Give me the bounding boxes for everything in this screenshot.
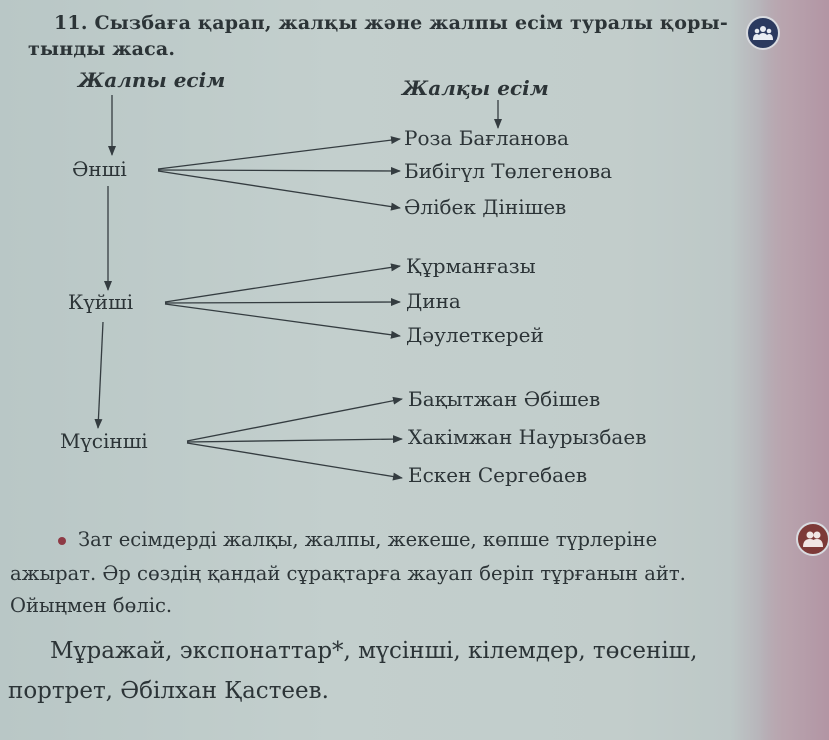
header-proper-noun: Жалқы есім <box>402 76 549 100</box>
people-pair-icon <box>803 531 823 547</box>
task-text-line2: тынды жаса. <box>28 38 176 60</box>
proper-name: Роза Бағланова <box>404 126 569 150</box>
word-list-line1: Мұражай, экспонаттар*, мүсінші, кілемдер… <box>50 638 698 664</box>
category-kuishi: Күйші <box>68 290 134 314</box>
bullet-icon <box>58 536 66 545</box>
task-number: 11. <box>54 12 88 34</box>
category-sculptor: Мүсінші <box>60 429 148 453</box>
page-edge <box>760 0 829 740</box>
proper-name: Бақытжан Әбішев <box>408 387 601 411</box>
pair-work-badge <box>796 522 829 556</box>
task-instruction: 11. Сызбаға қарап, жалқы және жалпы есім… <box>28 10 734 62</box>
proper-name: Құрманғазы <box>406 254 536 278</box>
bullet-task-line1: Зат есімдерді жалқы, жалпы, жекеше, көпш… <box>58 528 657 551</box>
group-work-badge <box>746 16 780 50</box>
category-singer: Әнші <box>72 157 127 181</box>
bullet-task-line2: ажырат. Әр сөздің қандай сұрақтарға жауа… <box>10 562 686 585</box>
task-text-line1: Сызбаға қарап, жалқы және жалпы есім тур… <box>94 12 728 34</box>
header-common-noun: Жалпы есім <box>78 68 226 92</box>
proper-name: Әлібек Дінішев <box>404 195 567 219</box>
people-group-icon <box>753 26 773 40</box>
proper-name: Хакімжан Наурызбаев <box>408 425 647 449</box>
word-list-line2: портрет, Әбілхан Қастеев. <box>8 678 329 704</box>
proper-name: Дина <box>406 289 461 313</box>
proper-name: Дәулеткерей <box>406 323 544 347</box>
bullet-task-line3: Ойыңмен бөліс. <box>10 594 173 617</box>
proper-name: Ескен Сергебаев <box>408 463 588 487</box>
proper-name: Бибігүл Төлегенова <box>404 159 613 183</box>
